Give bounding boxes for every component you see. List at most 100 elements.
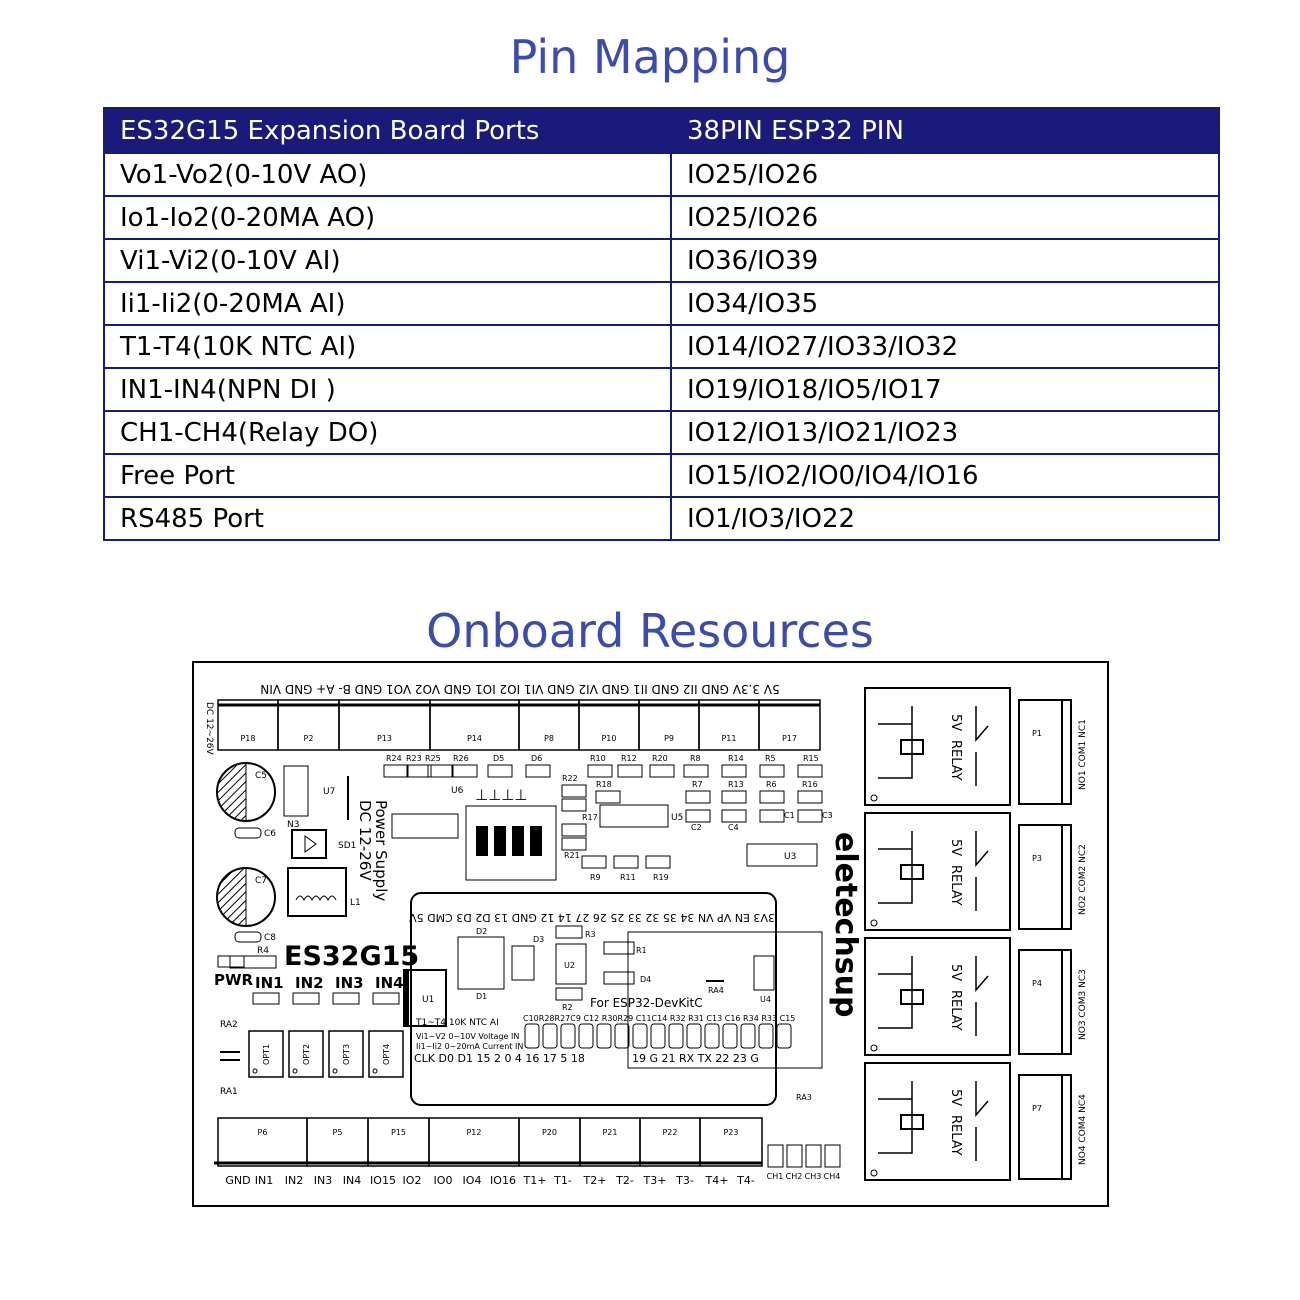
dip-2 xyxy=(494,826,506,856)
part-box xyxy=(561,784,587,798)
u7-component xyxy=(283,765,309,817)
input-label: IN2 xyxy=(295,974,324,992)
u4-label: U4 xyxy=(760,995,771,1004)
pin-cell: IO19/IO18/IO5/IO17 xyxy=(670,367,1220,412)
connector-label: P14 xyxy=(467,734,482,743)
esp32-chip-area xyxy=(627,931,823,1069)
terminal-label: T3- xyxy=(675,1174,694,1187)
pad xyxy=(650,1023,666,1049)
terminal-label: IN3 xyxy=(314,1174,332,1187)
capacitor-c6 xyxy=(234,827,262,839)
part-box xyxy=(561,798,587,812)
part-label: R26 xyxy=(453,754,469,763)
connector-label: P15 xyxy=(391,1128,406,1137)
c-row-label: C10R28R27C9 C12 R30R29 C11C14 R32 R31 C1… xyxy=(523,1014,795,1023)
c8-label: C8 xyxy=(264,933,276,943)
input-led xyxy=(332,992,360,1005)
pin-cell: IO15/IO2/IO0/IO4/IO16 xyxy=(670,453,1220,498)
c6-label: C6 xyxy=(264,829,276,839)
part-label: R21 xyxy=(564,851,580,860)
optocoupler xyxy=(368,1030,404,1078)
input-label: IN3 xyxy=(335,974,364,992)
dip-4 xyxy=(530,826,542,856)
part-box xyxy=(406,764,432,778)
port-cell: Free Port xyxy=(103,453,672,498)
relay-connector xyxy=(1018,699,1072,805)
terminal-label: IO16 xyxy=(490,1174,516,1187)
module-bottom-left: CLK D0 D1 15 2 0 4 16 17 5 18 xyxy=(414,1052,585,1065)
part-box xyxy=(721,764,747,778)
connector-label: P7 xyxy=(1032,1104,1042,1113)
pad xyxy=(632,1023,648,1049)
part-label: R10 xyxy=(590,754,606,763)
connector-label: P20 xyxy=(542,1128,557,1137)
relay-label: 5V xyxy=(948,839,963,856)
pad xyxy=(722,1023,738,1049)
board-name: ES32G15 xyxy=(284,941,419,972)
terminal-label: IN2 xyxy=(285,1174,303,1187)
part-label: C1 xyxy=(784,811,795,820)
terminal-label: IN1 xyxy=(255,1174,273,1187)
header-esp32-pin: 38PIN ESP32 PIN xyxy=(670,107,1220,154)
connector-label: P23 xyxy=(723,1128,738,1137)
relay-output-label: NO1 COM1 NC1 xyxy=(1078,719,1088,790)
terminal-label: T1+ xyxy=(523,1174,547,1187)
opt-label: OPT2 xyxy=(302,1044,311,1065)
relay-output-label: NO4 COM4 NC4 xyxy=(1078,1094,1088,1165)
connector-label: P8 xyxy=(544,734,554,743)
table-row: Io1-Io2(0-20MA AO)IO25/IO26 xyxy=(103,195,1220,240)
connector-label: P4 xyxy=(1032,979,1042,988)
dip-switch-arrows: ⊥⊥⊥⊥ xyxy=(475,786,527,804)
part-label: C2 xyxy=(691,823,702,832)
relay-label: RELAY xyxy=(948,865,963,906)
r3-label: R3 xyxy=(585,930,596,939)
relay-connector xyxy=(1018,1074,1072,1180)
u1-label: U1 xyxy=(422,995,434,1005)
u6-label: U6 xyxy=(451,786,464,796)
r4-component xyxy=(229,955,277,969)
part-label: R22 xyxy=(562,774,578,783)
terminal-label: IO15 xyxy=(370,1174,396,1187)
terminal-label: IN4 xyxy=(343,1174,361,1187)
table-row: IN1-IN4(NPN DI )IO19/IO18/IO5/IO17 xyxy=(103,367,1220,412)
u2-label: U2 xyxy=(564,961,575,970)
part-box xyxy=(759,809,785,823)
d4-label: D4 xyxy=(640,975,651,984)
n3-label: N3 xyxy=(287,820,299,830)
u2-component xyxy=(555,943,587,985)
part-label: R19 xyxy=(653,873,669,882)
connector-label: P18 xyxy=(240,734,255,743)
esp32-module-outline xyxy=(410,892,777,1106)
connector-label: P21 xyxy=(602,1128,617,1137)
relay xyxy=(864,687,1011,806)
part-box xyxy=(683,764,709,778)
terminal-label: GND xyxy=(225,1174,250,1187)
optocoupler xyxy=(328,1030,364,1078)
terminal-label: T4+ xyxy=(705,1174,729,1187)
part-box xyxy=(613,855,639,869)
terminal-label: IO2 xyxy=(403,1174,422,1187)
part-label: R16 xyxy=(802,780,818,789)
part-box xyxy=(797,764,823,778)
pad xyxy=(668,1023,684,1049)
dip-1 xyxy=(476,826,488,856)
connector-label: P5 xyxy=(333,1128,343,1137)
top-connector xyxy=(758,699,821,751)
part-label: C3 xyxy=(822,811,833,820)
part-box xyxy=(645,855,671,869)
terminal-label: IO4 xyxy=(463,1174,482,1187)
relay-label: RELAY xyxy=(948,990,963,1031)
part-box xyxy=(649,764,675,778)
connector-label: P6 xyxy=(258,1128,268,1137)
part-label: R17 xyxy=(582,813,598,822)
svg-text:C7: C7 xyxy=(255,876,267,886)
input-led xyxy=(292,992,320,1005)
relay-connector xyxy=(1018,949,1072,1055)
